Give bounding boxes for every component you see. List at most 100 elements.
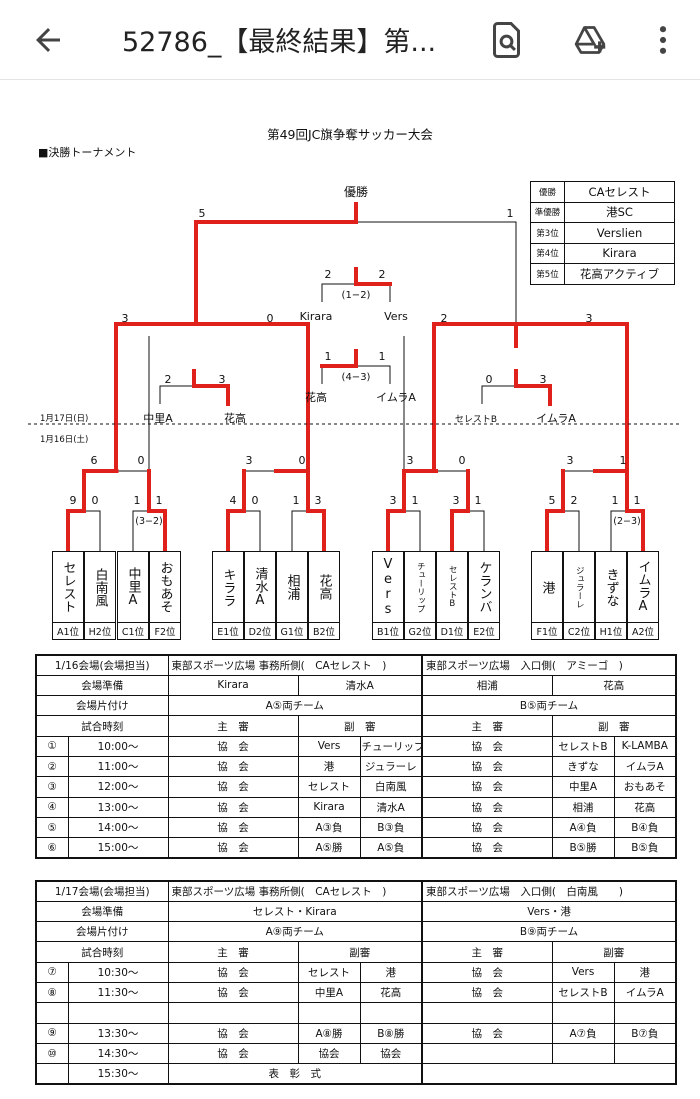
day1-prep-b1: 相浦 bbox=[421, 674, 553, 697]
fifth-left-score: 1 bbox=[325, 350, 332, 363]
sub-referee-b1: A⑦負 bbox=[551, 1022, 615, 1044]
team-box: 白南風 bbox=[84, 551, 116, 623]
round1-score: 3 bbox=[453, 494, 460, 507]
round2-score: 6 bbox=[91, 454, 98, 467]
round2-score: 3 bbox=[567, 454, 574, 467]
document-title: 52786_【最終結果】第... bbox=[122, 27, 437, 58]
semi-line-b bbox=[194, 322, 310, 473]
sub-referee-b1: セレストB bbox=[551, 735, 615, 757]
sub-referee-a1: Kirara bbox=[297, 796, 361, 818]
team-box: 相浦 bbox=[276, 551, 308, 623]
main-referee-a: 協 会 bbox=[167, 776, 299, 798]
round2-score: 3 bbox=[246, 454, 253, 467]
main-referee-a: 協 会 bbox=[167, 961, 299, 983]
day2-ref-main-b: 主 審 bbox=[421, 941, 553, 963]
main-referee-a: 協 会 bbox=[167, 796, 299, 818]
arrow-back-icon[interactable] bbox=[30, 22, 66, 58]
sub-referee-b2: B④負 bbox=[613, 816, 677, 839]
main-referee-a: 協 会 bbox=[167, 981, 299, 1004]
round2-score: 3 bbox=[407, 454, 414, 467]
match-time: 14:00〜 bbox=[67, 816, 169, 839]
qf-a-score2: 3 bbox=[219, 373, 226, 386]
date-bottom-label: 1月16日(土) bbox=[40, 434, 88, 445]
day2-clean-b: B⑨両チーム bbox=[421, 921, 677, 943]
third-pk: (1−2) bbox=[342, 290, 371, 301]
day1-venue-a: 東部スポーツ広場 事務所側( CAセレスト ) bbox=[167, 654, 424, 676]
sub-referee-b2: イムラA bbox=[613, 981, 677, 1004]
round2-score: 0 bbox=[299, 454, 306, 467]
semi-winner-line bbox=[432, 322, 518, 473]
main-referee-b: 協 会 bbox=[421, 961, 553, 983]
sub-referee-a2: 白南風 bbox=[359, 776, 424, 798]
more-vert-icon[interactable] bbox=[648, 20, 678, 60]
sub-referee-b1: Vers bbox=[551, 961, 615, 983]
team-seed: B1位 bbox=[372, 623, 404, 640]
match-time: 14:30〜 bbox=[67, 1042, 169, 1065]
match-time: 15:00〜 bbox=[67, 837, 169, 859]
pk-h-label: (2−3) bbox=[613, 516, 640, 527]
sub-referee-a2: 花高 bbox=[359, 981, 424, 1004]
pk-a-label: (3−2) bbox=[135, 516, 162, 527]
result-team: Verslien bbox=[564, 222, 675, 244]
qf-b-team2: イムラA bbox=[536, 412, 576, 425]
semi-score-3: 2 bbox=[441, 312, 448, 325]
match-time: 11:00〜 bbox=[67, 755, 169, 778]
team-seed: D2位 bbox=[244, 623, 276, 640]
sub-referee-b2: イムラA bbox=[613, 755, 677, 778]
result-rank: 第4位 bbox=[530, 242, 565, 264]
main-referee-a: 協 会 bbox=[167, 1022, 299, 1044]
round1-score: 9 bbox=[70, 494, 77, 507]
result-rank: 準優勝 bbox=[530, 201, 565, 223]
day2-venue-a: 東部スポーツ広場 事務所側( CAセレスト ) bbox=[167, 880, 424, 902]
round1-score: 1 bbox=[412, 494, 419, 507]
sub-referee-b2: おもあそ bbox=[613, 776, 677, 798]
match-number: ② bbox=[35, 755, 69, 778]
round1-line bbox=[291, 510, 325, 551]
sub-referee-b2: K-LAMBA bbox=[613, 735, 677, 757]
day2-ref-sub-b: 副審 bbox=[551, 941, 677, 963]
add-to-drive-icon[interactable] bbox=[572, 20, 608, 60]
fifth-place-winner-line bbox=[320, 349, 358, 368]
match-time: 13:00〜 bbox=[67, 796, 169, 818]
main-referee-a: 協 会 bbox=[167, 1042, 299, 1065]
semi-score-1: 3 bbox=[122, 312, 129, 325]
round1-score: 1 bbox=[475, 494, 482, 507]
team-box: イムラA bbox=[627, 551, 659, 623]
round1-winner-line bbox=[66, 469, 86, 553]
semi-score-2: 0 bbox=[267, 312, 274, 325]
team-box: 港 bbox=[531, 551, 563, 623]
team-seed: C2位 bbox=[563, 623, 595, 640]
schedule-day2: 1/17会場(会場担当) 東部スポーツ広場 事務所側( CAセレスト ) 東部ス… bbox=[35, 880, 678, 1085]
day2-prep-label: 会場準備 bbox=[35, 900, 169, 923]
team-box: 中里A bbox=[117, 551, 149, 623]
match-number: ③ bbox=[35, 776, 69, 798]
team-box: チューリップ bbox=[404, 551, 436, 623]
day2-blank-row bbox=[35, 1002, 677, 1024]
third-left-score: 2 bbox=[325, 268, 332, 281]
semi-score-4: 3 bbox=[586, 312, 593, 325]
sub-referee-a1: セレスト bbox=[297, 776, 361, 798]
qf-left-line bbox=[159, 385, 229, 404]
team-box: きずな bbox=[595, 551, 627, 623]
round1-winner-line bbox=[306, 469, 326, 553]
team-box: ケランバ bbox=[468, 551, 500, 623]
tournament-bracket: 優勝 5 1 2 2 (1−2) Kirara Vers 1 1 (4−3) 花… bbox=[28, 184, 680, 553]
third-left-team: Kirara bbox=[300, 310, 333, 323]
match-time: 13:30〜 bbox=[67, 1022, 169, 1044]
sub-referee-a1: 協会 bbox=[297, 1042, 361, 1065]
day1-head: 1/16会場(会場担当) bbox=[35, 654, 169, 676]
document-page: 第49回JC旗争奪サッカー大会 ■決勝トーナメント 優勝 5 1 2 2 (1−… bbox=[0, 86, 700, 1099]
match-time: 10:30〜 bbox=[67, 961, 169, 983]
round2-score: 1 bbox=[620, 454, 627, 467]
document-search-icon[interactable] bbox=[490, 20, 526, 60]
qf-b-team1: セレストB bbox=[455, 414, 497, 425]
result-rank: 第5位 bbox=[530, 263, 565, 285]
day1-prep-label: 会場準備 bbox=[35, 674, 169, 697]
round1-winner-line bbox=[545, 469, 565, 553]
section-subtitle: ■決勝トーナメント bbox=[38, 146, 137, 159]
